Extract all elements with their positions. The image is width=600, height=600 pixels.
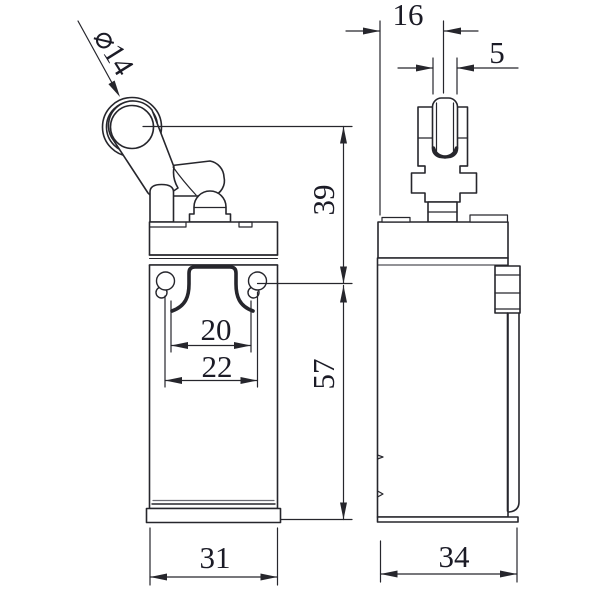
dim-body-height bbox=[280, 284, 353, 521]
front-view bbox=[101, 96, 282, 524]
arrow-icon bbox=[150, 573, 167, 581]
dim-head-offset bbox=[345, 20, 479, 216]
cavity-omega-outline bbox=[170, 265, 255, 313]
arrow-icon bbox=[363, 27, 380, 35]
dim-front-width bbox=[149, 527, 279, 586]
arrow-icon bbox=[165, 377, 182, 384]
front-base-plate bbox=[145, 507, 282, 524]
arrow-icon bbox=[234, 342, 251, 349]
label-side-depth: 34 bbox=[439, 539, 471, 574]
arrow-icon bbox=[340, 502, 347, 520]
leader-line bbox=[77, 20, 118, 93]
side-edge-notch1 bbox=[376, 454, 384, 460]
arrow-icon bbox=[240, 377, 258, 384]
roller-lever bbox=[101, 96, 232, 223]
dim-slot-spacing-outer bbox=[164, 291, 259, 388]
arrow-icon bbox=[500, 570, 517, 578]
side-roller-bottom-arc bbox=[431, 146, 459, 159]
front-body bbox=[145, 264, 282, 524]
left-slot-hole bbox=[155, 271, 176, 291]
lever-inner-curve bbox=[172, 166, 197, 196]
arrow-icon bbox=[340, 126, 347, 144]
label-slot-spacing-outer: 22 bbox=[202, 349, 233, 384]
side-plunger-block bbox=[494, 265, 521, 314]
side-view bbox=[376, 97, 521, 523]
arrow-icon bbox=[457, 64, 474, 72]
side-body bbox=[376, 257, 521, 523]
side-plate-outer bbox=[508, 312, 520, 513]
label-head-offset: 16 bbox=[393, 0, 424, 32]
front-body-outline bbox=[148, 264, 279, 510]
dim-side-depth bbox=[379, 527, 518, 583]
label-slot-spacing-inner: 20 bbox=[201, 312, 232, 347]
dim-slot-spacing-inner bbox=[170, 300, 252, 353]
side-body-outline bbox=[376, 257, 509, 518]
dim-roller-width bbox=[397, 57, 519, 95]
right-slot-hole bbox=[247, 271, 268, 291]
arrow-icon bbox=[416, 64, 433, 72]
arrow-icon bbox=[260, 573, 278, 581]
label-front-width: 31 bbox=[200, 540, 231, 575]
arrow-icon bbox=[340, 266, 347, 284]
dim-lever-height bbox=[142, 125, 353, 285]
arrow-icon bbox=[444, 27, 461, 35]
front-head-notch bbox=[238, 221, 253, 228]
mounting-slots bbox=[155, 271, 268, 299]
arrow-icon bbox=[380, 570, 398, 578]
label-body-height: 57 bbox=[306, 359, 341, 390]
side-head-lip-right bbox=[469, 214, 509, 223]
side-head-lip-left bbox=[381, 216, 411, 223]
label-roller-width: 5 bbox=[489, 35, 505, 70]
lever-arm bbox=[107, 100, 179, 200]
side-lever-fork bbox=[410, 97, 478, 223]
label-lever-height: 39 bbox=[306, 185, 341, 216]
arrow-icon bbox=[108, 80, 120, 97]
arrow-icon bbox=[340, 285, 347, 303]
dimensions bbox=[77, 20, 519, 586]
front-head-step bbox=[148, 221, 187, 228]
side-base-plate bbox=[376, 516, 519, 523]
side-head bbox=[377, 214, 509, 259]
label-roller-diameter: ⌀14 bbox=[87, 23, 140, 81]
side-edge-notch2 bbox=[376, 490, 384, 498]
front-head bbox=[148, 221, 279, 266]
side-head-outline bbox=[377, 221, 509, 259]
lever-pivot-boss bbox=[149, 183, 175, 223]
dim-roller-diameter bbox=[77, 20, 120, 97]
arrow-icon bbox=[171, 342, 188, 349]
